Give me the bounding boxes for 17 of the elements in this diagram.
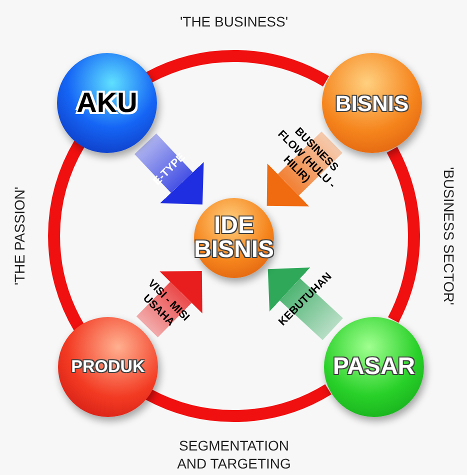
ring-arc	[145, 384, 332, 422]
edge-label: 'BUSINESS SECTOR'	[440, 166, 457, 308]
block-arrow	[268, 267, 343, 340]
block-arrow	[136, 270, 202, 338]
edge-label: SEGMENTATION AND TARGETING	[176, 438, 292, 472]
node-label: PRODUK	[71, 356, 145, 378]
edge-label: 'THE BUSINESS'	[178, 13, 290, 31]
node-label: PASAR	[332, 352, 416, 382]
node-label: AKU	[76, 86, 138, 120]
ring-arc	[146, 50, 329, 87]
ring-arc	[386, 147, 420, 322]
ring-arc	[48, 140, 86, 331]
node-label: BISNIS	[335, 90, 409, 118]
node-label: IDE BISNIS	[194, 214, 274, 262]
block-arrow	[134, 134, 204, 204]
block-arrow	[266, 131, 342, 206]
edge-label: 'THE PASSION'	[11, 186, 28, 288]
